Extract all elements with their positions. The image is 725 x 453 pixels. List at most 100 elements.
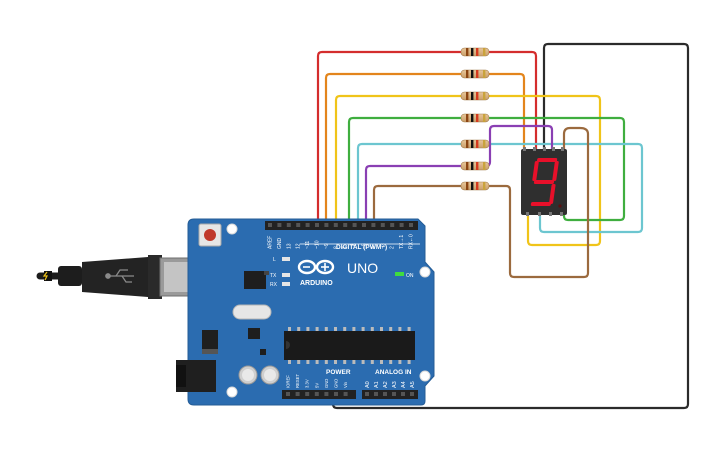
header-pin[interactable] (409, 223, 413, 227)
chip-leg (324, 327, 328, 331)
power-pin[interactable] (314, 392, 319, 396)
pin-label: 8 (333, 246, 339, 249)
pin-label: AREF (268, 236, 274, 249)
analog-pin[interactable] (401, 392, 405, 396)
analog-header[interactable] (362, 390, 418, 399)
analog-pin-label: A1 (374, 381, 380, 388)
digital-header[interactable] (265, 221, 418, 230)
power-pin-label: Vin (343, 381, 348, 388)
header-pin[interactable] (324, 223, 329, 227)
chip-leg (389, 327, 393, 331)
analog-pin[interactable] (392, 392, 396, 396)
header-pin[interactable] (305, 223, 310, 227)
resistor-5[interactable] (460, 139, 490, 149)
wire-purple[interactable] (364, 124, 554, 225)
chip-leg (306, 327, 310, 331)
pin-label: ~9 (324, 243, 330, 249)
chip-leg (398, 360, 402, 364)
on-led-label: ON (406, 273, 414, 279)
chip-leg (361, 360, 365, 364)
chip-leg (380, 360, 383, 364)
resistor-1[interactable] (460, 47, 490, 57)
wire-red[interactable] (316, 50, 538, 225)
wire-yellow[interactable] (334, 94, 602, 247)
resistor-4[interactable] (460, 113, 490, 123)
wire-green[interactable] (347, 116, 626, 225)
power-pin-label: IOREF (286, 375, 291, 388)
pin-label: 4 (371, 246, 377, 249)
led-rx-label: RX (270, 282, 278, 288)
header-pin[interactable] (268, 223, 272, 227)
header-pin[interactable] (380, 223, 385, 227)
atmega-chip (284, 327, 415, 364)
header-pin[interactable] (352, 223, 357, 227)
analog-pin-label: A0 (365, 381, 371, 388)
power-pin[interactable] (343, 392, 348, 396)
power-pin-label: GND (334, 379, 339, 388)
power-pin-label: GND (324, 379, 329, 388)
pin-label: 13 (286, 243, 292, 249)
wire-black-gnd[interactable] (331, 42, 690, 410)
power-pin[interactable] (324, 392, 329, 396)
power-header[interactable] (282, 390, 356, 399)
power-pin-label: 5V (314, 383, 319, 388)
chip-leg (398, 327, 402, 331)
seven-segment-display[interactable] (521, 147, 567, 216)
pin-label: RX←0 (409, 234, 415, 249)
wire-cyan[interactable] (356, 142, 644, 234)
pin-label: ~6 (352, 243, 358, 249)
power-pin[interactable] (295, 392, 300, 396)
chip-leg (407, 327, 411, 331)
pin-label: 2 (390, 246, 396, 249)
analog-pin[interactable] (365, 392, 369, 396)
resistor-3[interactable] (460, 91, 490, 101)
wire-orange[interactable] (324, 72, 526, 225)
chip-leg (352, 327, 356, 331)
analog-pin[interactable] (410, 392, 414, 396)
reset-button[interactable] (198, 223, 222, 247)
header-pin[interactable] (277, 223, 282, 227)
usb-cable[interactable] (36, 255, 195, 299)
analog-pin[interactable] (374, 392, 378, 396)
chip-leg (297, 360, 301, 364)
digit-9-icon (530, 158, 559, 206)
arduino-logo-icon (297, 259, 335, 275)
chip-leg (297, 327, 301, 331)
power-jack[interactable] (176, 360, 216, 392)
chip-leg (370, 327, 374, 331)
header-pin[interactable] (333, 223, 338, 227)
wire-brown[interactable] (372, 126, 590, 279)
resistor-2[interactable] (460, 69, 490, 79)
power-pin-label: 3.3V (305, 379, 310, 388)
chip-leg (361, 327, 365, 331)
header-pin[interactable] (371, 223, 376, 227)
pin-label: GND (277, 238, 283, 250)
arduino-brand-label: ARDUINO (300, 280, 333, 287)
analog-pin-label: A3 (392, 381, 398, 388)
power-pin[interactable] (334, 392, 338, 396)
power-header-label: POWER (326, 369, 351, 376)
analog-pin-label: A2 (383, 381, 389, 388)
analog-pin[interactable] (383, 392, 387, 396)
header-pin[interactable] (399, 223, 404, 227)
pin-label: ~5 (362, 243, 368, 249)
power-pin[interactable] (286, 392, 290, 396)
analog-pin-label: A4 (401, 381, 407, 388)
power-pin[interactable] (305, 392, 310, 396)
header-pin[interactable] (286, 223, 291, 227)
chip-leg (334, 360, 337, 364)
header-pin[interactable] (362, 223, 366, 227)
header-pin[interactable] (315, 223, 319, 227)
header-pin[interactable] (296, 223, 301, 227)
header-pin[interactable] (390, 223, 395, 227)
uno-label: UNO (347, 260, 378, 276)
chip-leg (306, 360, 310, 364)
resistor-7[interactable] (460, 181, 490, 191)
header-pin[interactable] (343, 223, 348, 227)
led-l-label: L (273, 257, 276, 263)
chip-leg (352, 360, 356, 364)
pin-label: TX→1 (399, 235, 405, 249)
resistor-6[interactable] (460, 161, 490, 171)
